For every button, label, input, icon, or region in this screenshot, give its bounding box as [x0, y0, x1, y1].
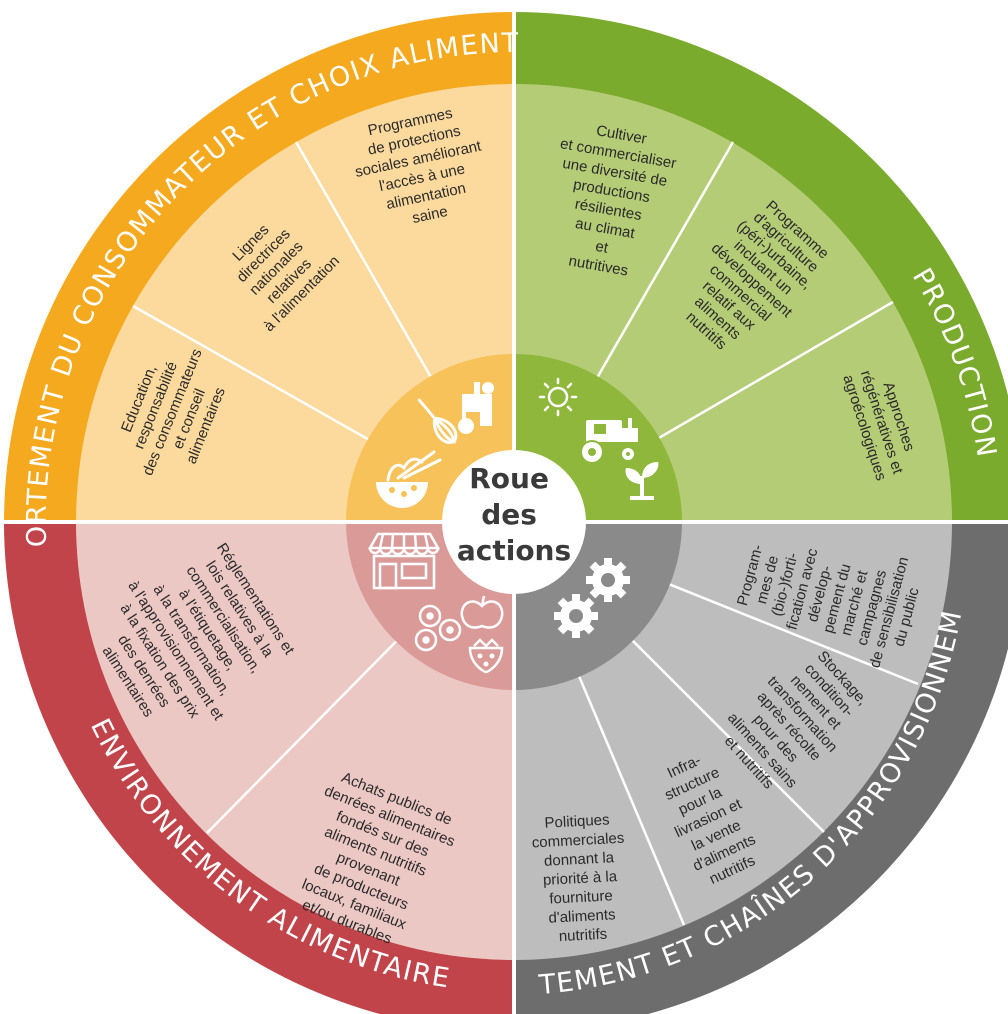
center-title: Roue des actions [457, 462, 571, 567]
action-line: Politiques [544, 811, 610, 831]
action-line: priorité à la [543, 868, 619, 889]
action-line: donnant la [544, 849, 616, 870]
action-processing-4: Politiquescommercialesdonnant lapriorité… [530, 811, 629, 947]
whisk-icon [417, 398, 458, 444]
gear-icon [586, 558, 630, 602]
strawberry-icon [468, 638, 504, 674]
action-line: d'aliments [548, 906, 616, 926]
center-hub [442, 450, 586, 594]
action-line: commerciales [531, 830, 624, 852]
tractor-icon [580, 418, 638, 464]
action-line: nutritifs [558, 926, 607, 946]
action-line: et [594, 238, 610, 257]
market-stall-icon [367, 532, 441, 590]
noodle-bowl-icon [376, 450, 442, 508]
apple-icon [460, 595, 504, 629]
seedling-icon [625, 462, 659, 500]
sun-icon [538, 377, 578, 417]
action-production-2: Programmed'agriculture(péri-)urbaine,inc… [662, 189, 841, 372]
action-line: fourniture [549, 887, 613, 907]
blueberries-icon [414, 604, 462, 652]
action-production-3: Approchesrégénératives etagroécologiques [839, 362, 923, 483]
grocery-bag-icon [458, 382, 494, 434]
gear-icon [554, 594, 598, 638]
